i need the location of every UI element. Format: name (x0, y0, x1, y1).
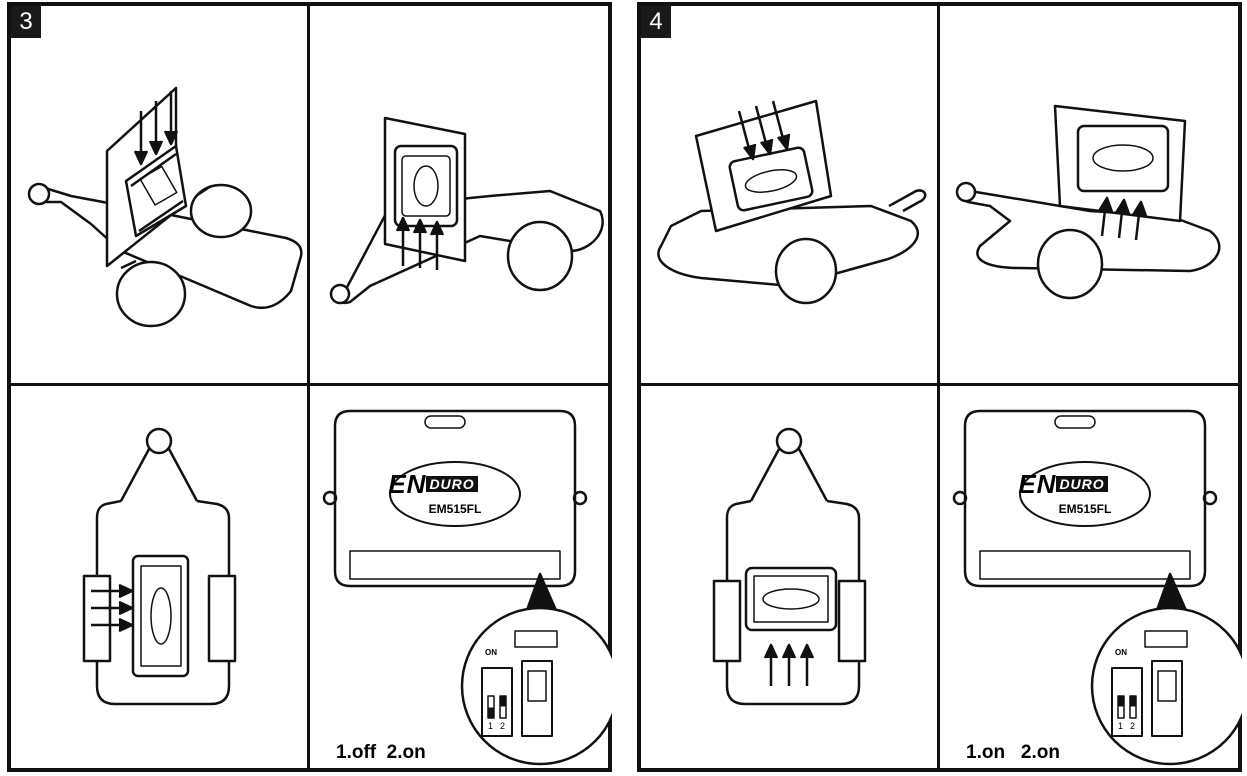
module-icon (133, 556, 188, 676)
wheel-icon (117, 262, 185, 326)
dip-label-2: 2 (1130, 721, 1135, 731)
step-panel-3: 3 (7, 2, 612, 772)
module-icon (1078, 126, 1168, 191)
arrow-icon (765, 645, 813, 686)
dip-setting-caption: 1.off 2.on (336, 742, 426, 764)
wheel-icon (84, 576, 110, 661)
model-label: EM515FL (1015, 502, 1155, 516)
illustration-top-view (11, 386, 307, 776)
dip-label-1: 1 (1118, 721, 1123, 731)
wheel-icon (714, 581, 740, 661)
module-icon (395, 146, 457, 226)
arrow-icon (91, 585, 132, 631)
dip-on-label: ON (1115, 648, 1127, 657)
device-housing (324, 411, 586, 586)
illustration-side-mount-front (310, 6, 612, 383)
dip-on-label: ON (485, 648, 497, 657)
step-panel-4: 4 (637, 2, 1242, 772)
illustration-top-view (641, 386, 937, 776)
illustration-side-mount-rear (11, 6, 307, 383)
dip-setting-caption: 1.on 2.on (966, 742, 1060, 764)
dip-label-1: 1 (488, 721, 493, 731)
arrow-icon (397, 218, 443, 270)
wheel-icon (508, 222, 572, 290)
device-housing (954, 411, 1216, 586)
illustration-front-mount-front (940, 6, 1242, 383)
dip-label-2: 2 (500, 721, 505, 731)
model-label: EM515FL (385, 502, 525, 516)
module-icon (746, 568, 836, 630)
wheel-icon (776, 239, 836, 303)
wheel-icon (1038, 230, 1102, 298)
wheel-icon (209, 576, 235, 661)
wheel-icon (839, 581, 865, 661)
illustration-front-mount-rear (641, 6, 937, 383)
